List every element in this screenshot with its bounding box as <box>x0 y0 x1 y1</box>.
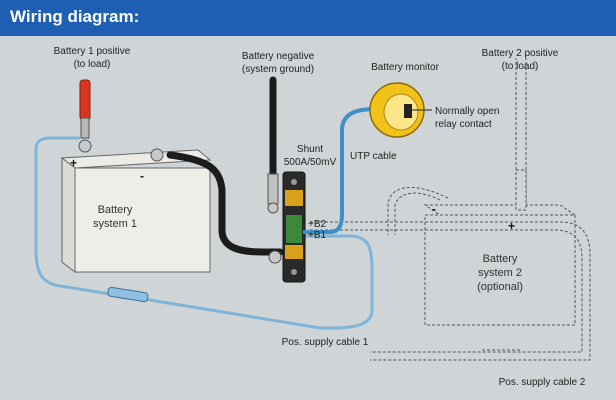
battery-2-positive-cable <box>515 169 527 211</box>
label-battery-1-positive-line1: Battery 1 positive <box>54 46 131 57</box>
battery-2-minus: - <box>432 202 436 216</box>
utp-cable <box>303 106 381 234</box>
shunt <box>282 171 306 283</box>
battery-1-label-line1: Battery <box>98 204 133 216</box>
label-shunt-line1: Shunt <box>297 144 323 155</box>
battery-monitor <box>369 82 432 138</box>
label-utp-cable: UTP cable <box>350 151 397 162</box>
battery-1-minus: - <box>140 169 144 183</box>
label-pos-supply-cable-1: Pos. supply cable 1 <box>282 337 369 348</box>
battery-2-label-line1: Battery <box>483 253 518 265</box>
pos-supply-cable-1 <box>34 136 374 330</box>
label-battery-2-positive-line2: (to load) <box>502 61 539 72</box>
page-title: Wiring diagram: <box>10 7 140 26</box>
label-battery-negative-line2: (system ground) <box>242 64 314 75</box>
label-battery-monitor: Battery monitor <box>371 62 439 73</box>
label-relay-line2: relay contact <box>435 119 492 130</box>
battery-2-label-line2: system 2 <box>478 267 522 279</box>
battery-2-plus: + <box>508 219 515 233</box>
label-shunt-line2: 500A/50mV <box>284 157 337 168</box>
battery-2: - + Battery system 2 (optional) <box>423 202 577 326</box>
battery-1: + - Battery system 1 <box>60 149 212 274</box>
label-battery-2-positive-line1: Battery 2 positive <box>482 48 559 59</box>
negative-lugs <box>150 148 282 264</box>
label-relay-line1: Normally open <box>435 106 499 117</box>
label-battery-1-positive-line2: (to load) <box>74 59 111 70</box>
label-b1: +B1 <box>308 230 327 241</box>
battery-2-label-line3: (optional) <box>477 281 523 293</box>
header-bar: Wiring diagram: <box>0 0 616 36</box>
battery-1-plus: + <box>70 156 77 170</box>
label-battery-negative-line1: Battery negative <box>242 51 315 62</box>
label-pos-supply-cable-2: Pos. supply cable 2 <box>499 377 586 388</box>
battery-1-positive-cable <box>78 79 92 153</box>
negative-cable <box>166 76 284 256</box>
battery-2-cables <box>310 58 591 361</box>
label-b2: +B2 <box>308 219 327 230</box>
battery-1-label-line2: system 1 <box>93 218 137 230</box>
pos-supply-cable-1-fuse <box>107 286 149 303</box>
